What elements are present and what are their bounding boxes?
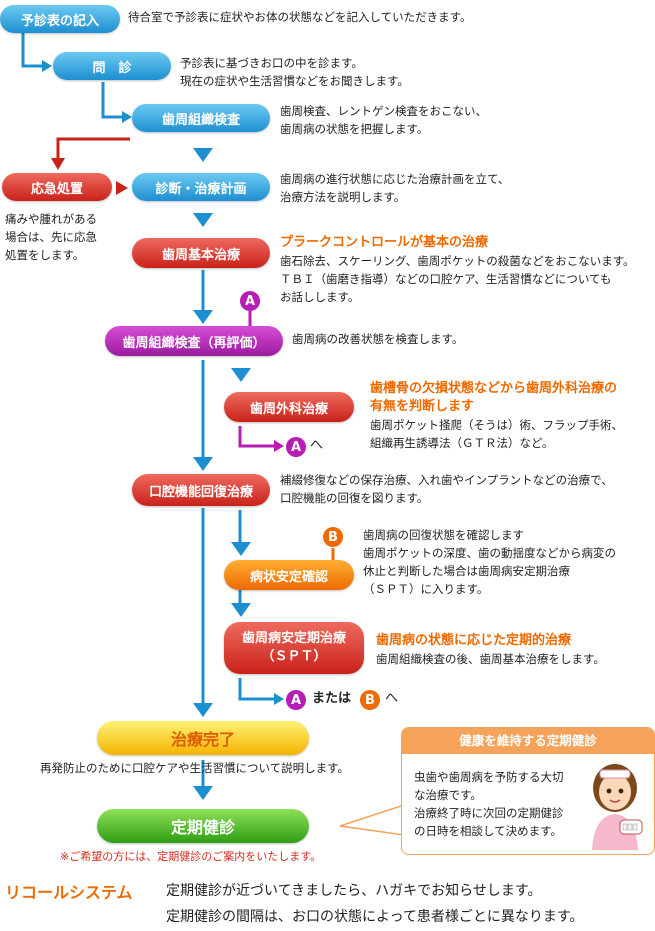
step-surgery-desc-2: 組織再生誘導法（ＧＴＲ法）など。 — [370, 436, 554, 450]
step-spt-label-1: 歯周病安定期治療 — [241, 631, 346, 646]
marker-b-circle: B — [323, 527, 343, 547]
step-surgery-desc-1: 歯周ポケット掻爬（そうは）術、フラップ手術、 — [370, 418, 623, 432]
step-spt-label-2: （ＳＰＴ） — [261, 649, 327, 664]
step-stability-check-desc-2: 歯周ポケットの深度、歯の動揺度などから病変の — [363, 546, 616, 560]
step-basic-treatment-desc-2: ＴＢＩ（歯磨き指導）などの口腔ケア、生活習慣などについても — [280, 272, 612, 286]
marker-b-circle: B — [360, 690, 380, 710]
emergency-desc-1: 痛みや腫れがある — [5, 212, 97, 226]
step-emergency-button: 応急処置 — [2, 173, 112, 201]
step-basic-treatment-button: 歯周基本治療 — [132, 238, 270, 268]
step-monshin-desc-1: 予診表に基づきお口の中を診ます。 — [180, 56, 363, 70]
step-stability-check-button: 病状安定確認 — [224, 560, 354, 590]
step-diagnosis-desc-2: 治療方法を説明します。 — [280, 190, 406, 204]
step-shishu-kensa-button: 歯周組織検査 — [132, 104, 270, 132]
step-basic-treatment-desc-1: 歯石除去、スケーリング、歯周ポケットの殺菌などをおこないます。 — [280, 254, 635, 268]
step-stability-check-desc-3: 休止と判断した場合は歯周病安定期治療 — [363, 564, 570, 578]
step-complete-desc: 再発防止のために口腔ケアや生活習慣について説明します。 — [40, 761, 350, 775]
marker-a-circle: A — [286, 437, 306, 457]
step-reevaluation-desc: 歯周病の改善状態を検査します。 — [292, 332, 464, 346]
checkup-callout-box: 健康を維持する定期健診 虫歯や歯周病を予防する大切 な治療です。 治療終了時に次… — [401, 727, 655, 855]
callout-line-2: な治療です。 — [414, 788, 482, 802]
step-stability-check-desc-4: （ＳＰＴ）に入ります。 — [363, 582, 489, 596]
marker-b-suffix: へ — [385, 691, 399, 706]
recall-title: リコールシステム — [5, 883, 133, 902]
step-spt-desc: 歯周組織検査の後、歯周基本治療をします。 — [376, 652, 605, 666]
step-surgery-highlight-2: 有無を判断します — [370, 399, 475, 414]
step-diagnosis-button: 診断・治療計画 — [132, 173, 270, 201]
callout-line-4: の日時を相談して決めます。 — [414, 824, 563, 838]
step-basic-treatment-highlight: プラークコントロールが基本の治療 — [280, 235, 489, 250]
marker-a-suffix: へ — [310, 438, 324, 453]
step-stability-check-desc-1: 歯周病の回復状態を確認します — [363, 528, 524, 542]
step-complete-button: 治療完了 — [97, 721, 309, 755]
step-diagnosis-desc-1: 歯周病の進行状態に応じた治療計画を立て、 — [280, 172, 510, 186]
step-shishu-kensa-desc-2: 歯周病の状態を把握します。 — [280, 122, 429, 136]
callout-line-3: 治療終了時に次回の定期健診 — [414, 806, 564, 820]
hygienist-illustration — [592, 764, 643, 850]
callout-title: 健康を維持する定期健診 — [402, 728, 654, 754]
step-monshin-button: 問 診 — [53, 52, 171, 80]
emergency-desc-3: 処置をします。 — [5, 248, 85, 262]
step-surgery-highlight-1: 歯槽骨の欠損状態などから歯周外科治療の — [370, 381, 618, 396]
marker-a-circle: A — [286, 690, 306, 710]
step-spt-button: 歯周病安定期治療 （ＳＰＴ） — [224, 622, 364, 674]
step-oral-function-desc-2: 口腔機能の回復を図ります。 — [280, 491, 429, 505]
step-yoshinhyo-button: 予診表の記入 — [0, 5, 120, 33]
step-oral-function-button: 口腔機能回復治療 — [132, 474, 270, 506]
step-surgery-button: 歯周外科治療 — [224, 392, 354, 422]
step-shishu-kensa-desc-1: 歯周検査、レントゲン検査をおこない、 — [280, 104, 487, 118]
callout-line-1: 虫歯や歯周病を予防する大切 — [414, 770, 564, 784]
step-oral-function-desc-1: 補綴修復などの保存治療、入れ歯やインプラントなどの治療で、 — [280, 473, 613, 487]
step-reevaluation-button: 歯周組織検査（再評価） — [105, 326, 283, 356]
recall-line-2: 定期健診の間隔は、お口の状態によって患者様ごとに異なります。 — [166, 909, 584, 925]
step-checkup-button: 定期健診 — [97, 809, 309, 843]
step-checkup-note: ※ご希望の方には、定期健診のご案内をいたします。 — [60, 850, 322, 863]
step-basic-treatment-desc-3: お話しします。 — [280, 290, 360, 304]
emergency-desc-2: 場合は、先に応急 — [5, 230, 97, 244]
step-monshin-desc-2: 現在の症状や生活習慣などをお聞きします。 — [180, 74, 409, 88]
recall-line-1: 定期健診が近づいてきましたら、ハガキでお知らせします。 — [166, 883, 542, 899]
marker-or-text: または — [312, 691, 352, 706]
step-spt-highlight: 歯周病の状態に応じた定期的治療 — [376, 633, 572, 648]
step-yoshinhyo-desc: 待合室で予診表に症状やお体の状態などを記入していただきます。 — [128, 10, 472, 24]
marker-a-circle: A — [240, 291, 260, 311]
